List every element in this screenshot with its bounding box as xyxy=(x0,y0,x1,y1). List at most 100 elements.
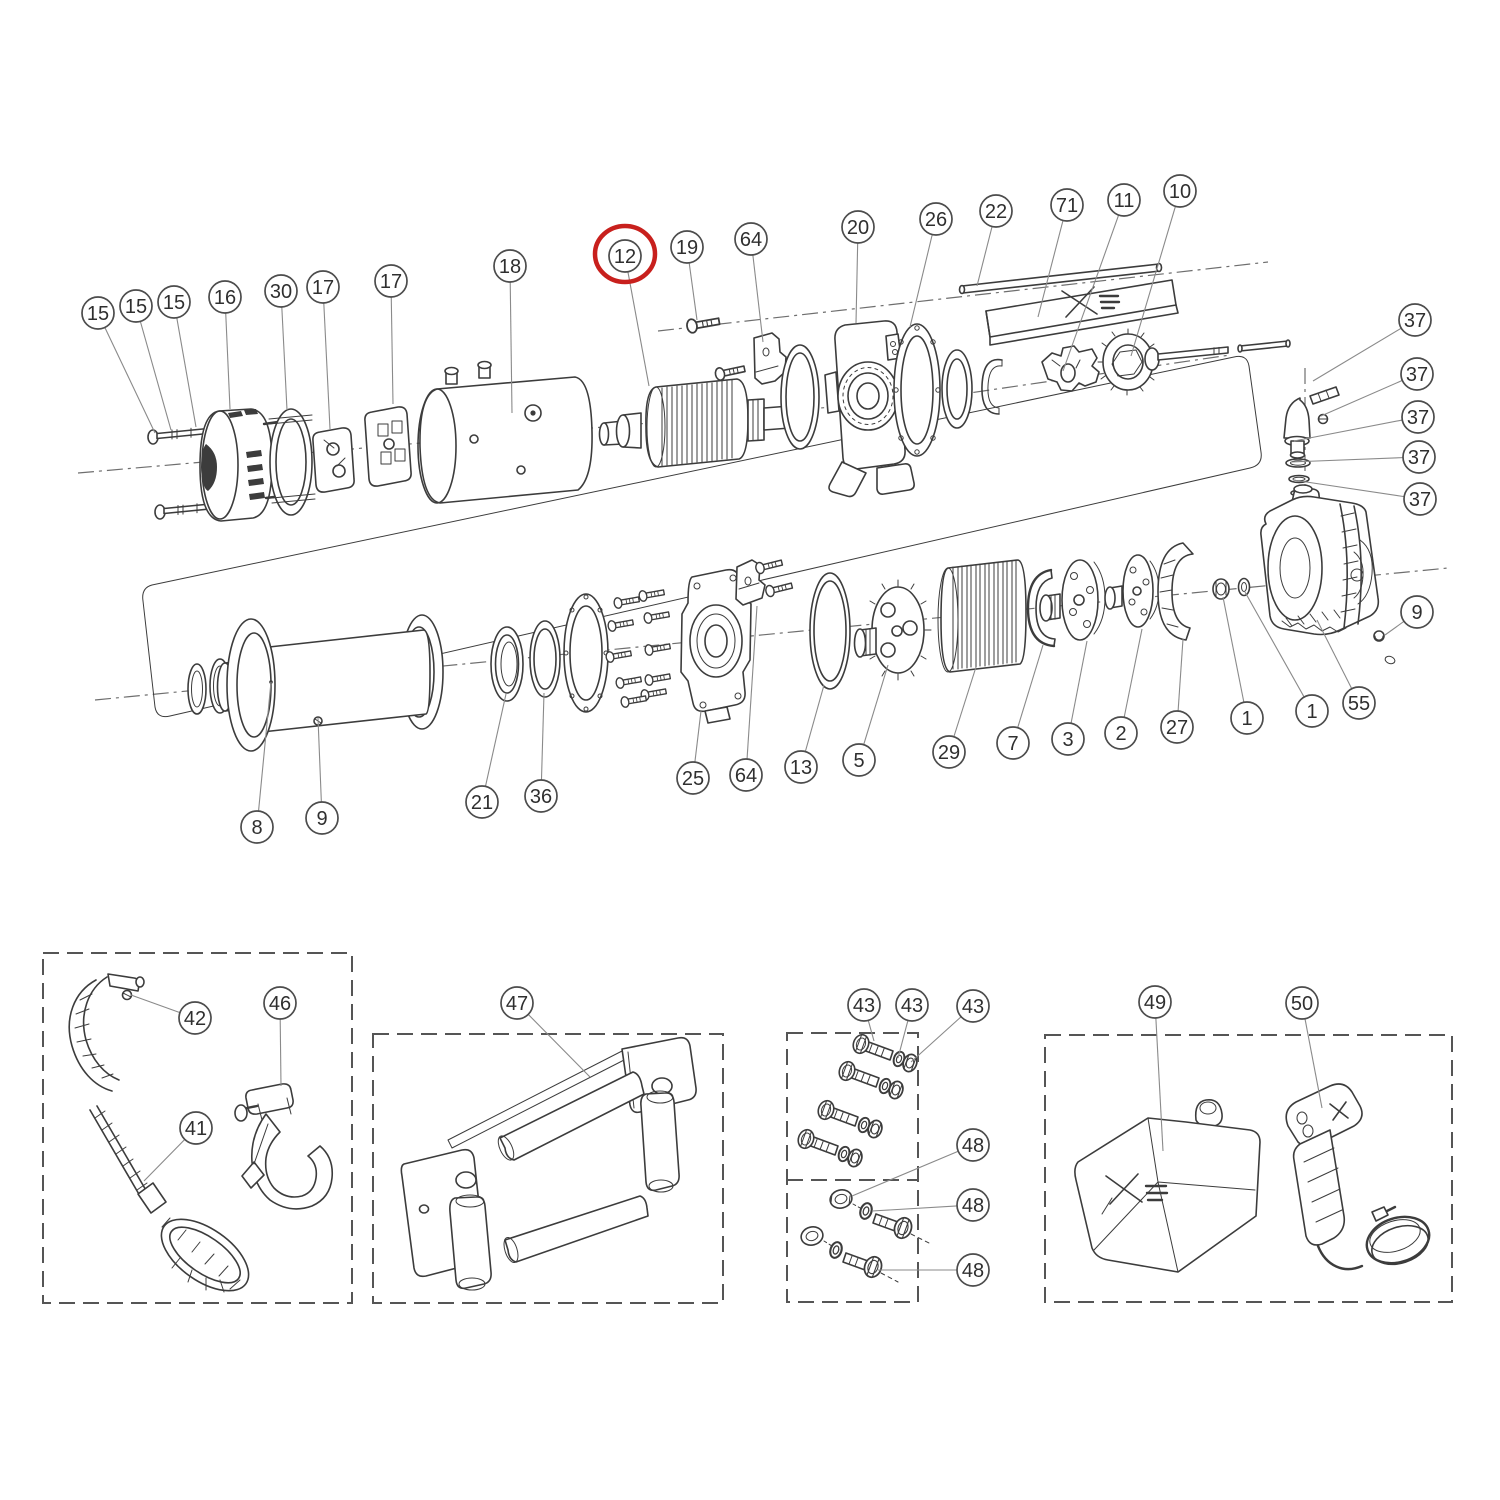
callout-22: 22 xyxy=(976,194,1013,287)
callout-11: 11 xyxy=(1062,183,1141,372)
callout-leader xyxy=(1177,638,1184,712)
callout-number: 37 xyxy=(1404,310,1426,332)
callout-64: 64 xyxy=(729,605,763,792)
callout-balloon xyxy=(1285,986,1319,1020)
callout-balloon xyxy=(670,230,704,264)
callout-leader xyxy=(910,1016,962,1063)
callout-number: 26 xyxy=(925,209,947,231)
callout-number: 42 xyxy=(184,1008,206,1030)
dashed-box-1 xyxy=(42,952,353,1304)
gasket-13 xyxy=(809,572,851,690)
screw-19 xyxy=(685,313,747,382)
callout-balloon xyxy=(919,202,953,236)
gasket-30 xyxy=(268,408,316,516)
callout-leader xyxy=(871,1205,958,1212)
callout-37: 37 xyxy=(1320,357,1434,417)
callout-number: 12 xyxy=(614,246,636,268)
callout-number: 18 xyxy=(499,256,521,278)
callout-47: 47 xyxy=(500,986,591,1078)
fairlead-left-roller xyxy=(449,1194,492,1291)
tie-rod-22 xyxy=(958,262,1163,295)
callout-leader xyxy=(1130,206,1176,357)
callout-balloon xyxy=(1050,188,1084,222)
callout-7: 7 xyxy=(996,644,1044,760)
callout-leader xyxy=(143,1139,186,1182)
callout-26: 26 xyxy=(909,202,953,328)
callout-balloon xyxy=(956,1128,990,1162)
callout-leader xyxy=(1062,214,1120,372)
callout-number: 48 xyxy=(962,1135,984,1157)
planet-carrier-3 xyxy=(1039,559,1106,641)
callout-number: 25 xyxy=(682,768,704,790)
callout-42: 42 xyxy=(130,994,212,1035)
motor-gasket-oval xyxy=(780,344,820,450)
callout-leader xyxy=(225,312,231,410)
callout-18: 18 xyxy=(493,249,527,414)
callout-number: 29 xyxy=(938,742,960,764)
fairlead-bottom-roller xyxy=(503,1195,649,1264)
callout-number: 30 xyxy=(270,281,292,303)
highlight-ring xyxy=(592,223,658,285)
callout-number: 49 xyxy=(1144,992,1166,1014)
callout-leader xyxy=(909,234,933,328)
callout-16: 16 xyxy=(208,280,242,410)
callout-leader xyxy=(804,684,825,752)
callout-leader xyxy=(752,254,764,343)
callout-number: 9 xyxy=(1411,602,1422,624)
callout-leader xyxy=(1312,327,1402,382)
callout-balloon xyxy=(841,210,875,244)
remote-control-50 xyxy=(1285,1083,1431,1271)
callout-balloon xyxy=(1163,174,1197,208)
planet-carrier-5 xyxy=(853,579,932,681)
clevis-hook-46 xyxy=(234,1083,334,1210)
callout-number: 64 xyxy=(740,229,762,251)
callout-balloon xyxy=(1107,183,1141,217)
control-box-49 xyxy=(1074,1098,1261,1273)
accessory-box-fairlead xyxy=(400,1036,697,1291)
callout-leader xyxy=(694,710,702,763)
callout-leader xyxy=(1070,640,1088,724)
dashed-box-3 xyxy=(786,1032,919,1303)
callout-number: 47 xyxy=(506,993,528,1015)
callout-leader xyxy=(897,1020,909,1059)
callout-balloon xyxy=(956,1253,990,1287)
clutch-half-ring-27 xyxy=(1157,542,1194,641)
callout-balloon xyxy=(895,988,929,1022)
callout-number: 3 xyxy=(1062,729,1073,751)
callout-number: 46 xyxy=(269,993,291,1015)
callout-leader xyxy=(1320,379,1403,417)
callout-number: 41 xyxy=(185,1118,207,1140)
callout-balloon xyxy=(374,264,408,298)
clutch-cam-11 xyxy=(1041,345,1100,392)
callout-number: 37 xyxy=(1406,364,1428,386)
callout-balloon xyxy=(1104,716,1138,750)
rope-drum-8 xyxy=(216,614,444,752)
callout-37: 37 xyxy=(1290,440,1436,474)
callout-balloon xyxy=(979,194,1013,228)
callout-number: 64 xyxy=(735,765,757,787)
brush-holder-17b xyxy=(364,406,412,487)
callout-number: 48 xyxy=(962,1260,984,1282)
callout-number: 15 xyxy=(163,292,185,314)
dashed-box-4 xyxy=(1044,1034,1453,1303)
callout-number: 55 xyxy=(1348,693,1370,715)
callout-balloon xyxy=(1295,694,1329,728)
callout-36: 36 xyxy=(524,692,558,813)
callout-balloon xyxy=(240,810,274,844)
callout-8: 8 xyxy=(240,681,274,844)
callout-71: 71 xyxy=(1037,188,1084,318)
callout-balloon xyxy=(208,280,242,314)
callout-number: 43 xyxy=(962,996,984,1018)
callout-balloon xyxy=(1400,595,1434,629)
callout-number: 1 xyxy=(1241,708,1252,730)
callout-49: 49 xyxy=(1138,985,1172,1152)
mounting-bolts-43 xyxy=(794,1031,921,1170)
callout-leader xyxy=(953,666,977,737)
motor-housing-18 xyxy=(417,360,593,504)
callout-number: 22 xyxy=(985,201,1007,223)
callout-leader xyxy=(1384,620,1405,636)
callout-number: 71 xyxy=(1056,195,1078,217)
callout-37: 37 xyxy=(1312,303,1432,382)
callout-leader xyxy=(139,321,172,431)
callout-balloon xyxy=(1401,400,1435,434)
